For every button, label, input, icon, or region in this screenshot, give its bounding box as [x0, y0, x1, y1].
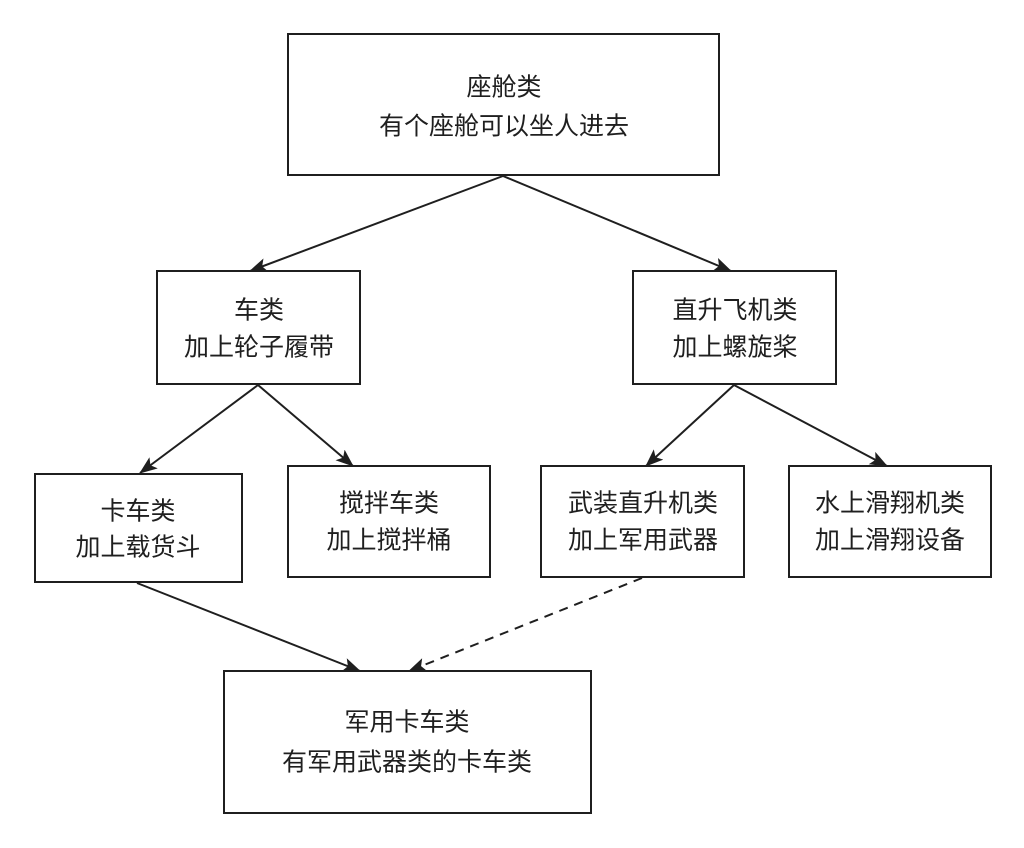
arrow-helicopter-to-seaplane-glider: [733, 384, 888, 467]
arrow-helicopter-to-armed-helicopter: [645, 384, 735, 467]
node-military-truck: 军用卡车类 有军用武器类的卡车类: [223, 670, 592, 814]
node-title-military-truck: 军用卡车类: [344, 708, 469, 737]
dashed-arrow-armed-helicopter-to-military-truck: [408, 577, 643, 672]
node-title-helicopter: 直升飞机类: [672, 296, 797, 325]
node-title-mixer: 搅拌车类: [339, 489, 439, 518]
node-box-seaplane-glider: [788, 465, 992, 578]
node-box-truck: [34, 473, 243, 583]
node-armed-helicopter: 武装直升机类 加上军用武器: [540, 465, 745, 578]
node-desc-cabin: 有个座舱可以坐人进去: [379, 112, 629, 141]
node-box-mixer: [287, 465, 491, 578]
node-box-helicopter: [632, 270, 837, 385]
node-box-car: [156, 270, 361, 385]
arrow-car-to-truck: [139, 384, 259, 474]
arrow-truck-to-military-truck: [136, 582, 361, 672]
node-desc-car: 加上轮子履带: [184, 333, 334, 362]
node-box-military-truck: [223, 670, 592, 814]
node-cabin: 座舱类 有个座舱可以坐人进去: [287, 33, 720, 176]
node-title-cabin: 座舱类: [466, 73, 541, 102]
node-title-armed-helicopter: 武装直升机类: [568, 489, 718, 518]
node-desc-mixer: 加上搅拌桶: [326, 526, 451, 555]
node-box-cabin: [287, 33, 720, 176]
node-title-truck: 卡车类: [100, 497, 175, 526]
node-desc-seaplane-glider: 加上滑翔设备: [815, 526, 965, 555]
arrow-cabin-to-helicopter: [502, 175, 732, 272]
node-mixer: 搅拌车类 加上搅拌桶: [287, 465, 491, 578]
node-title-car: 车类: [234, 296, 284, 325]
arrow-cabin-to-car: [249, 175, 504, 272]
node-box-armed-helicopter: [540, 465, 745, 578]
arrow-car-to-mixer: [257, 384, 354, 467]
node-truck: 卡车类 加上载货斗: [34, 473, 243, 583]
edges: [136, 175, 888, 672]
node-title-seaplane-glider: 水上滑翔机类: [815, 489, 965, 518]
node-desc-truck: 加上载货斗: [75, 533, 200, 562]
node-car: 车类 加上轮子履带: [156, 270, 361, 385]
node-desc-armed-helicopter: 加上军用武器: [568, 526, 718, 555]
node-helicopter: 直升飞机类 加上螺旋桨: [632, 270, 837, 385]
node-desc-military-truck: 有军用武器类的卡车类: [282, 748, 532, 777]
node-desc-helicopter: 加上螺旋桨: [672, 333, 797, 362]
node-seaplane-glider: 水上滑翔机类 加上滑翔设备: [788, 465, 992, 578]
